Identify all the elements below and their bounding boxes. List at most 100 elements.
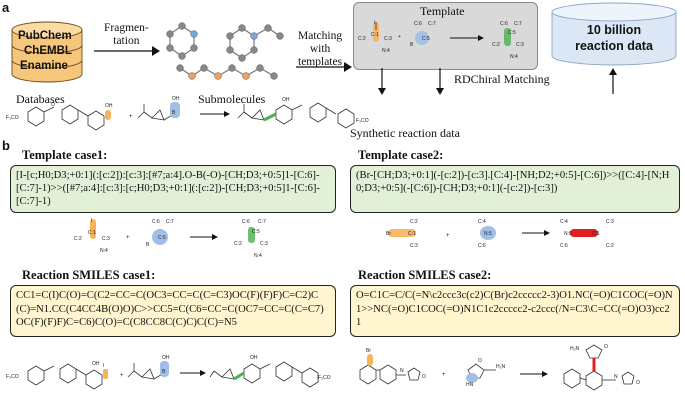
case1-mol-boh-label: OH (162, 355, 170, 361)
template-case1-smarts: [I-[c;H0;D3;+0:1](:[c:2]):[c:3]:[#7;a:4]… (10, 165, 336, 213)
case2-br-label: Br (386, 231, 391, 237)
case2-prod-o2-label: O (636, 380, 640, 386)
panel-b-label: b (2, 138, 10, 153)
case1-c2-label: C:2 (74, 236, 82, 242)
matching-arrow (296, 62, 352, 72)
synthetic-caption: Synthetic reaction data (350, 126, 460, 140)
case1-c5-label: C:5 (158, 235, 166, 241)
case1-c7-label: C:7 (166, 219, 174, 225)
svg-text:+: + (129, 114, 133, 120)
reaction-data-label: 10 billion reaction data (575, 23, 653, 53)
case2-p-c2-label: C:2 (606, 243, 614, 249)
case1-mol-i-label: I (103, 363, 104, 369)
template-a-c5-label: C:5 (422, 36, 430, 42)
case2-mol-n-label: N (400, 368, 404, 374)
template-a-c6-label: C:6 (414, 21, 422, 27)
template-a-c3-label: C:3 (384, 36, 392, 42)
syn-prod-oh-label: OH (282, 97, 290, 103)
case1-c3-label: C:3 (102, 236, 110, 242)
case2-n5-label: N:5 (484, 231, 492, 237)
template-b-n4-label: N:4 (510, 54, 518, 60)
case2-c3-label: C:3 (410, 243, 418, 249)
svg-text:+: + (442, 372, 446, 378)
panel-a-label: a (2, 0, 10, 15)
databases-caption: Databases (16, 92, 65, 106)
case1-mol-b-label: B (162, 369, 166, 375)
fragmentation-arrow (94, 46, 160, 56)
case1-p-n4-label: N:4 (254, 253, 262, 259)
template-case2-graphic: Br C:1 C:2 C:3 + C:4 N:5 C:6 C:4 N:5 C:6… (386, 219, 614, 249)
case1-prod-cf3-label: F₃CO (318, 375, 331, 381)
case1-prod-oh-label: OH (250, 355, 258, 361)
up-arrow (609, 68, 617, 94)
case2-c4-label: C:4 (478, 219, 486, 225)
syn-boh-label: OH (172, 96, 180, 102)
case1-reaction-graphic: F₃CO OH I + OH B OH F₃CO (6, 355, 331, 390)
template-b-c3-label: C:3 (516, 42, 524, 48)
case1-b-label: B (146, 242, 150, 248)
fragmentation-label: Fragmen- tation (104, 22, 149, 47)
svg-text:O: O (51, 102, 55, 108)
case2-p-c3-label: C:3 (606, 219, 614, 225)
reaction-smiles-case1: CC1=C(I)C(O)=C(C2=CC=C(OC3=CC=C(C=C3)OC(… (10, 285, 336, 337)
case1-p-c6-label: C:6 (242, 219, 250, 225)
case2-c1-label: C:1 (408, 231, 416, 237)
case2-prod-nh2-label: H₂N (570, 346, 580, 352)
template-case1-title: Template case1: (22, 148, 108, 162)
database-enamine: Enamine (20, 60, 68, 72)
databases-icon (11, 21, 83, 83)
case1-p-c3-label: C:3 (260, 241, 268, 247)
database-pubchem: PubChem (18, 30, 72, 42)
case2-mol-o2-label: O (478, 358, 482, 364)
case1-mol-cf3-label: F₃CO (6, 374, 19, 380)
case2-c2-label: C:2 (410, 219, 418, 225)
syn-prod-cf3-label: F₃CO (356, 118, 369, 124)
case1-n4-label: N:4 (100, 248, 108, 254)
template-case2-title: Template case2: (358, 148, 444, 162)
template-case2-smarts: (Br-[CH;D3;+0:1](-[c:2])-[c:3].[C:4]-[NH… (350, 165, 680, 213)
reaction-smiles-case1-title: Reaction SMILES case1: (22, 268, 156, 282)
synthetic-reaction-graphic: F₃CO O OH + OH B OH F₃CO (6, 96, 369, 131)
svg-text:+: + (446, 233, 450, 239)
case1-c6-label: C:6 (152, 219, 160, 225)
syn-b-label: B (172, 110, 176, 116)
database-chembl: ChEMBL (24, 45, 72, 57)
case2-prod-o-label: O (604, 344, 608, 350)
template-down-arrows (378, 68, 444, 95)
case2-prod-n-label: N (614, 374, 618, 380)
case2-mol-hn-label: HN (466, 382, 474, 388)
case2-mol-br-label: Br (366, 348, 371, 354)
case2-p-n5-label: N:5 (564, 231, 572, 237)
template-case1-graphic: I C:1 C:2 C:3 N:4 + C:6 C:7 C:5 B C:6 C:… (74, 218, 268, 259)
template-a-c1-label: C:1 (371, 32, 379, 38)
case1-c1-label: C:1 (88, 230, 96, 236)
case1-p-c7-label: C:7 (258, 219, 266, 225)
reaction-smiles-case2: O=C1C=C/C(=N\c2ccc3c(c2)C(Br)c2ccccc2-3)… (350, 285, 680, 337)
template-a-n4-label: N:4 (382, 48, 390, 54)
template-a-c2-label: C:2 (358, 36, 366, 42)
matching-label: Matching with templates (298, 30, 343, 68)
template-a-i-label: I (374, 20, 375, 26)
case1-mol-oh-label: OH (92, 361, 100, 367)
template-panel-title: Template (420, 4, 465, 18)
case1-p-c5-label: C:5 (252, 229, 260, 235)
svg-text:+: + (398, 34, 401, 40)
submolecules-caption: Submolecules (198, 92, 266, 106)
syn-oh-label: OH (105, 103, 113, 109)
case2-p-c4-label: C:4 (560, 219, 568, 225)
case2-p-c1-label: C:1 (592, 231, 600, 237)
template-b-c6-label: C:6 (500, 21, 508, 27)
case2-reaction-graphic: Br N O + HN O H₂N H₂N O N O (359, 344, 640, 391)
case1-i-label: I (91, 218, 92, 224)
case2-mol-nh2-label: H₂N (496, 364, 506, 370)
reaction-data-cylinder (551, 2, 677, 66)
template-b-c2-label: C:2 (492, 42, 500, 48)
rdchiral-label: RDChiral Matching (454, 72, 550, 86)
template-a-c7-label: C:7 (428, 21, 436, 27)
svg-text:+: + (120, 373, 124, 379)
case2-p-c6-label: C:6 (560, 243, 568, 249)
template-b-c7-label: C:7 (514, 21, 522, 27)
syn-cf3-label: F₃CO (6, 115, 19, 121)
case2-mol-o-label: O (422, 374, 426, 380)
case2-c6-label: C:6 (478, 243, 486, 249)
